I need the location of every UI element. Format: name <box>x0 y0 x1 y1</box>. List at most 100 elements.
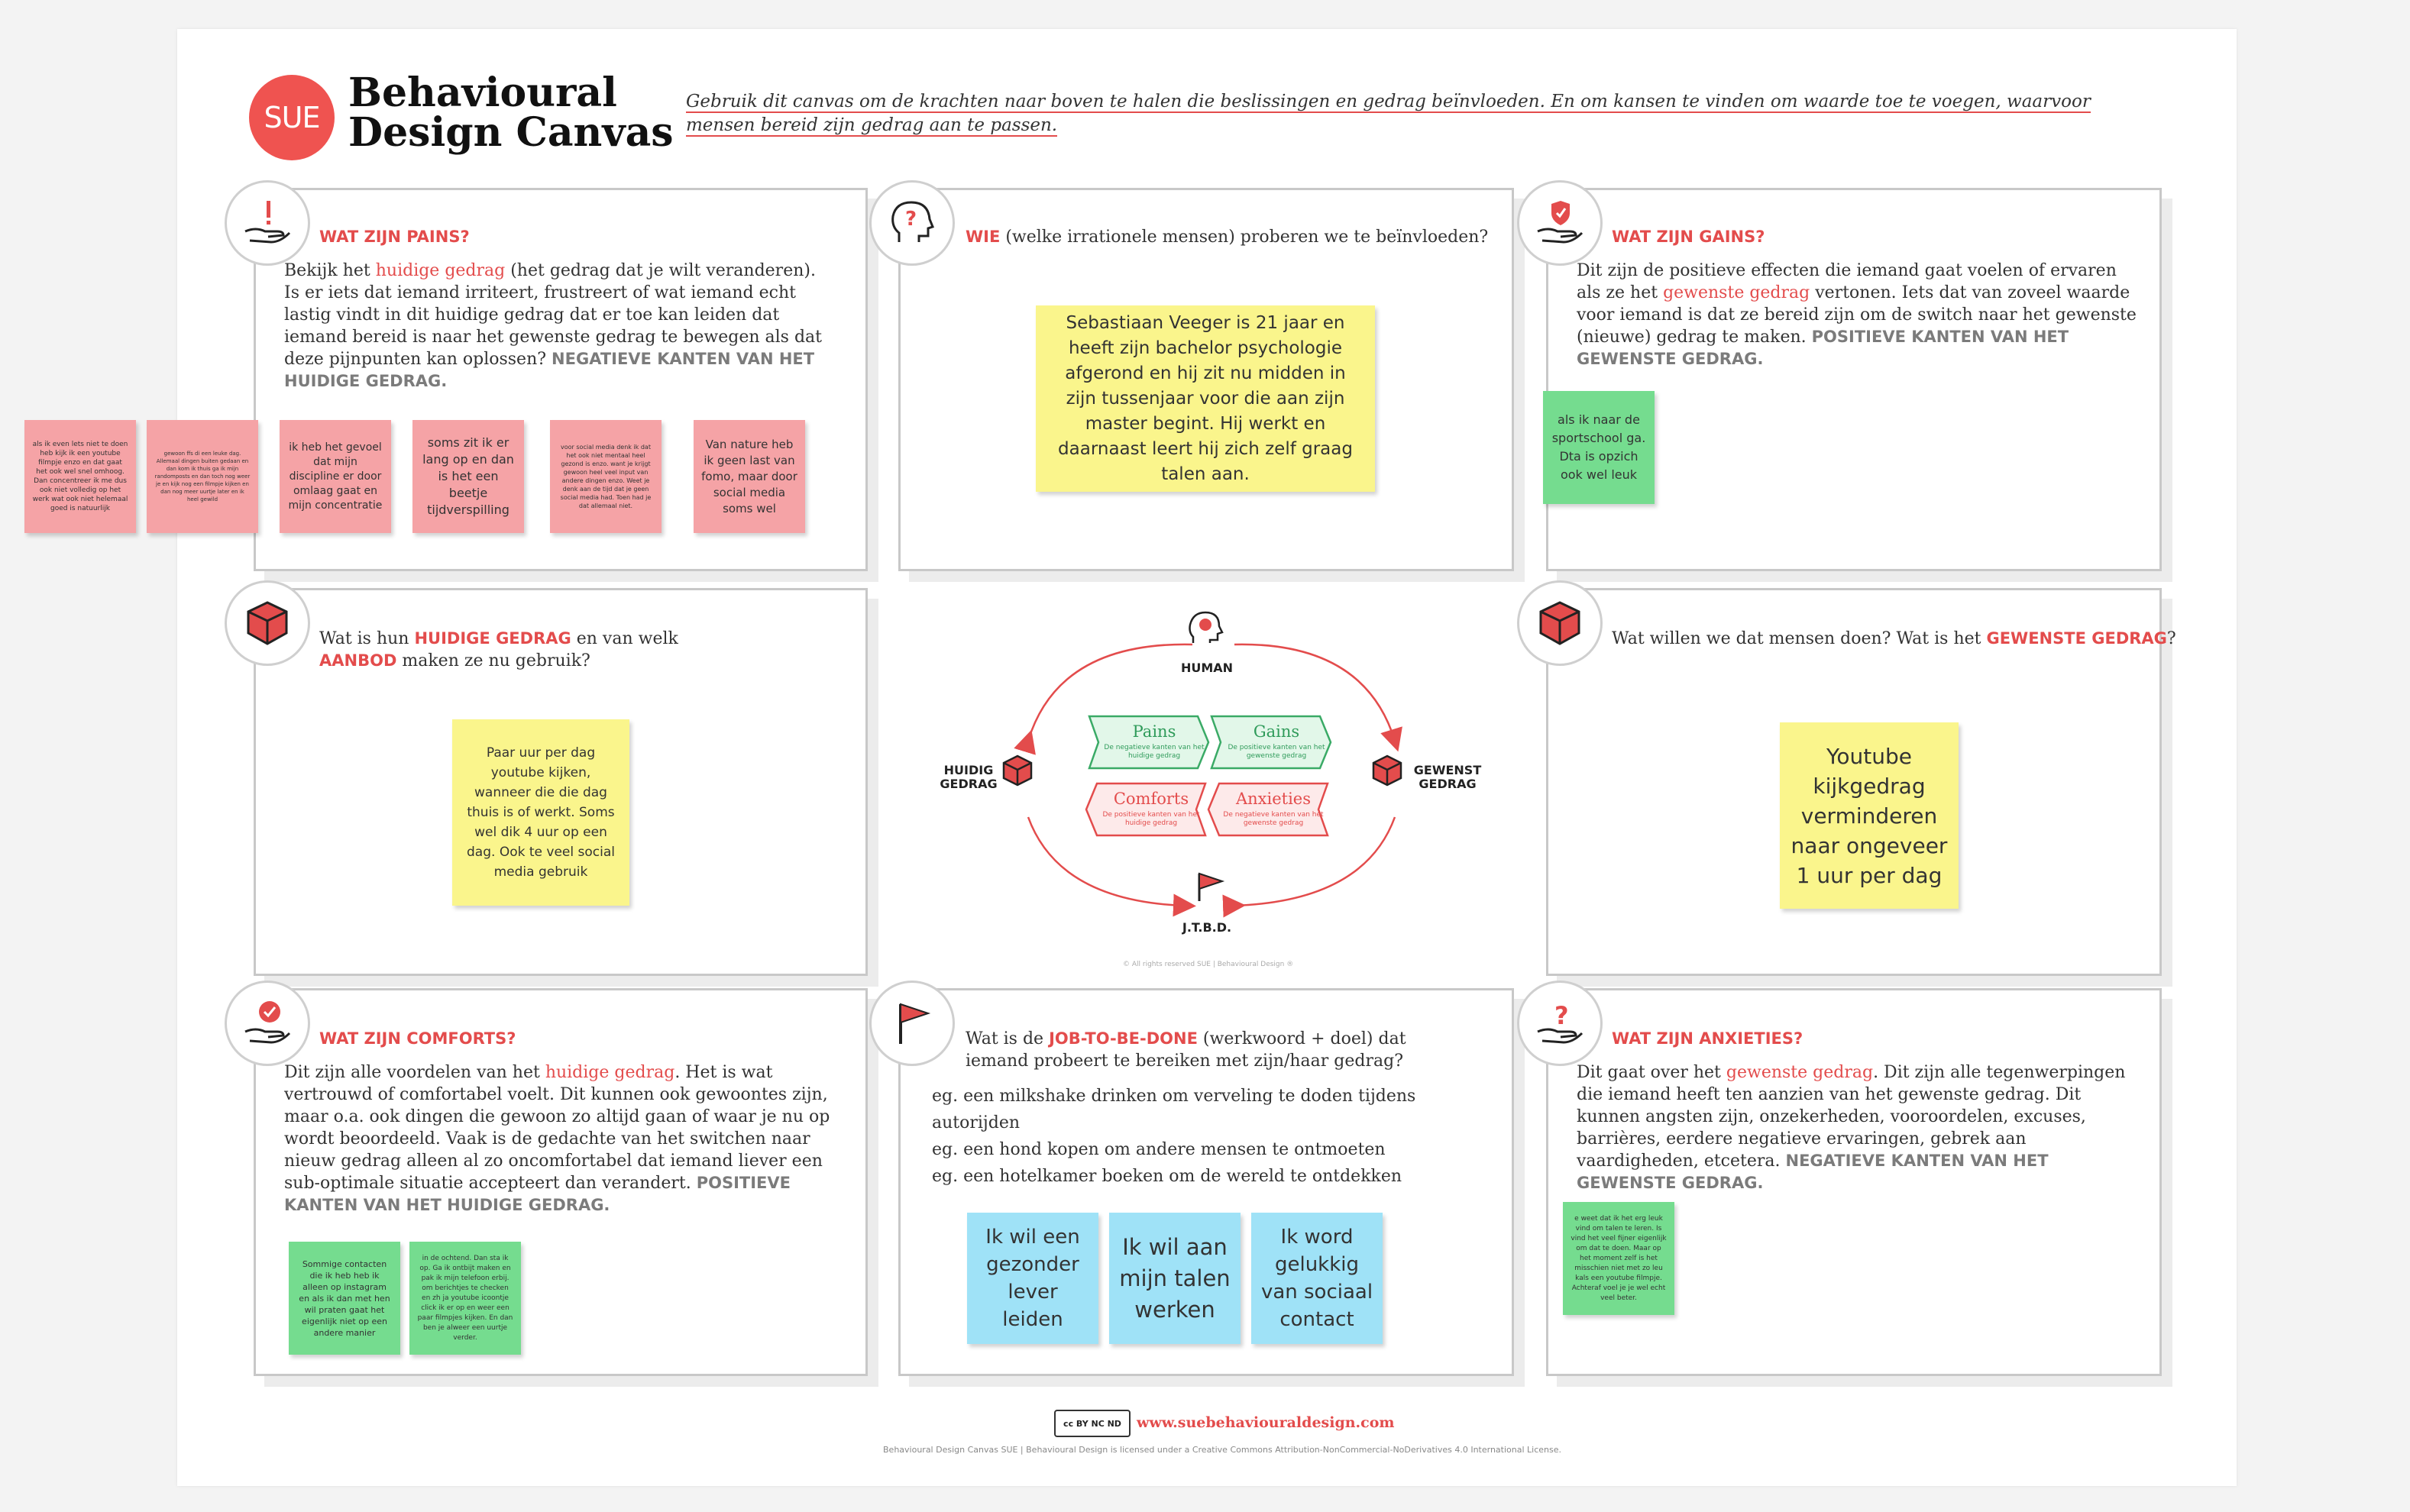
sticky-note[interactable]: voor social media denk ik dat het ook ni… <box>550 420 662 533</box>
anxieties-body-pre: Dit gaat over het <box>1577 1063 1726 1082</box>
current-pre: Wat is hun <box>319 629 415 648</box>
comforts-chevron-title: Comforts <box>1113 790 1189 808</box>
page-title: Behavioural Design Canvas <box>348 73 674 153</box>
who-question: (welke irrationele mensen) proberen we t… <box>1000 228 1489 247</box>
jtbd-pre: Wat is de <box>966 1029 1050 1048</box>
sticky-note[interactable]: Ik wil aan mijn talen werken <box>1109 1213 1241 1344</box>
current-badge <box>225 580 310 666</box>
license-text: Behavioural Design Canvas SUE | Behaviou… <box>883 1445 1561 1455</box>
title-line-2: Design Canvas <box>348 109 674 156</box>
anxieties-body-highlight: gewenste gedrag <box>1726 1063 1874 1082</box>
comforts-badge <box>225 981 310 1066</box>
current-highlight2: AANBOD <box>319 651 397 670</box>
who-badge: ? <box>869 180 955 266</box>
hand-shield-icon <box>1537 201 1583 244</box>
anxieties-chevron <box>1207 782 1329 837</box>
svg-text:?: ? <box>1554 1001 1569 1030</box>
comforts-chevron-text: Comforts De positieve kanten van het hui… <box>1091 783 1211 837</box>
current-behaviour-label: HUIDIG GEDRAG <box>940 763 998 791</box>
comforts-title: WAT ZIJN COMFORTS? <box>319 1028 516 1050</box>
gains-title: WAT ZIJN GAINS? <box>1612 226 1765 248</box>
jtbd-example: eg. een hotelkamer boeken om de wereld t… <box>932 1167 1402 1186</box>
comforts-chevron <box>1085 782 1207 837</box>
hand-question-icon: ? <box>1537 1001 1583 1044</box>
svg-text:?: ? <box>905 208 917 231</box>
pains-chevron-text: Pains De negatieve kanten van het huidig… <box>1094 716 1215 770</box>
current-mid: en van welk <box>571 629 678 648</box>
anxieties-chevron-sub: De negatieve kanten van het gewenste ged… <box>1223 811 1324 827</box>
who-heading: WIE (welke irrationele mensen) proberen … <box>966 226 1488 248</box>
gains-chevron-text: Gains De positieve kanten van het gewens… <box>1216 716 1337 770</box>
sticky-note[interactable]: Sommige contacten die ik heb heb ik alle… <box>289 1242 400 1355</box>
comforts-body-pre: Dit zijn alle voordelen van het <box>284 1063 545 1082</box>
who-title: WIE <box>966 228 1001 246</box>
gains-badge <box>1517 180 1603 266</box>
comforts-body-post: . Het is wat vertrouwd of comfortabel vo… <box>284 1063 830 1193</box>
jtbd-flag-icon <box>1198 872 1225 901</box>
sticky-note[interactable]: ik heb het gevoel dat mijn discipline er… <box>280 420 391 533</box>
comforts-tagline: POSITIEVE KANTEN VAN HET HUIDIGE GEDRAG. <box>284 1174 791 1214</box>
jtbd-examples: eg. een milkshake drinken om verveling t… <box>932 1083 1497 1190</box>
jtbd-example: eg. een hond kopen om andere mensen te o… <box>932 1140 1386 1159</box>
pains-chevron <box>1088 715 1210 770</box>
intro-text-line: Gebruik dit canvas om de krachten naar b… <box>686 92 2091 137</box>
comforts-body: Dit zijn alle voordelen van het huidige … <box>284 1061 834 1216</box>
pains-chevron-title: Pains <box>1132 722 1176 741</box>
current-behaviour-cube-icon <box>1002 754 1033 787</box>
desired-pre: Wat willen we dat mensen doen? Wat is he… <box>1612 629 1987 648</box>
flag-icon <box>899 1003 931 1044</box>
sticky-note[interactable]: in de ochtend. Dan sta ik op. Ga ik ontb… <box>409 1242 521 1355</box>
gains-body-post: vertonen. Iets dat van zoveel waarde voo… <box>1577 283 2137 347</box>
current-post: maken ze nu gebruik? <box>396 651 590 670</box>
gains-body: Dit zijn de positieve effecten die ieman… <box>1577 260 2142 370</box>
website-link[interactable]: www.suebehaviouraldesign.com <box>1137 1414 1395 1431</box>
pains-title-text: WAT ZIJN PAINS? <box>319 228 470 246</box>
diagram-copyright: © All rights reserved SUE | Behavioural … <box>1123 961 1294 968</box>
anxieties-body: Dit gaat over het gewenste gedrag. Dit z… <box>1577 1061 2142 1194</box>
gains-chevron-sub: De positieve kanten van het gewenste ged… <box>1228 744 1325 760</box>
behaviour-cycle-diagram <box>1002 611 1402 918</box>
sticky-note[interactable]: Ik wil een gezonder lever leiden <box>967 1213 1098 1344</box>
anxieties-title: WAT ZIJN ANXIETIES? <box>1612 1028 1803 1050</box>
head-question-icon: ? <box>891 201 934 242</box>
anxieties-tagline: NEGATIEVE KANTEN VAN HET GEWENSTE GEDRAG… <box>1577 1152 2049 1192</box>
sticky-note[interactable]: e weet dat ik het erg leuk vind om talen… <box>1563 1202 1674 1315</box>
sticky-note[interactable]: als ik even lets niet te doen heb kijk i… <box>24 420 136 533</box>
desired-behaviour-label: GEWENST GEDRAG <box>1413 763 1482 791</box>
human-brain-icon <box>1189 611 1224 643</box>
gains-chevron-title: Gains <box>1253 722 1300 741</box>
pains-body: Bekijk het huidige gedrag (het gedrag da… <box>284 260 834 393</box>
desired-behaviour-cube-icon <box>1372 754 1402 787</box>
hand-exclamation-icon <box>244 201 291 244</box>
sticky-note[interactable]: Ik word gelukkig van sociaal contact <box>1251 1213 1383 1344</box>
pains-badge <box>225 180 310 266</box>
sticky-note[interactable]: Van nature heb ik geen last van fomo, ma… <box>694 420 805 533</box>
pains-body-post: (het gedrag dat je wilt veranderen). Is … <box>284 261 822 369</box>
creative-commons-badge[interactable]: cc BY NC ND <box>1054 1410 1131 1437</box>
sticky-note[interactable]: Paar uur per dag youtube kijken, wanneer… <box>452 719 629 906</box>
gains-tagline: POSITIEVE KANTEN VAN HET GEWENSTE GEDRAG… <box>1577 328 2069 368</box>
cube-icon <box>247 601 288 645</box>
hand-check-icon <box>244 1001 291 1044</box>
anxieties-title-text: WAT ZIJN ANXIETIES? <box>1612 1029 1803 1048</box>
sticky-note[interactable]: Youtube kijkgedrag verminderen naar onge… <box>1780 722 1959 909</box>
anxieties-body-post: . Dit zijn alle tegenwerpingen die ieman… <box>1577 1063 2126 1171</box>
jtbd-highlight: JOB-TO-BE-DONE <box>1049 1029 1198 1048</box>
sticky-note[interactable]: gewoon ffs di een leuke dag. Allemaal di… <box>147 420 258 533</box>
gains-body-highlight: gewenste gedrag <box>1663 283 1810 302</box>
jtbd-heading: Wat is de JOB-TO-BE-DONE (werkwoord + do… <box>966 1028 1470 1072</box>
desired-badge <box>1517 580 1603 666</box>
sticky-note[interactable]: soms zit ik er lang op en dan is het een… <box>412 420 524 533</box>
gains-chevron <box>1210 715 1332 770</box>
anxieties-chevron-title: Anxieties <box>1235 790 1312 808</box>
gains-panel <box>1546 188 2162 571</box>
jtbd-example: eg. een milkshake drinken om verveling t… <box>932 1087 1416 1132</box>
sticky-note[interactable]: Sebastiaan Veeger is 21 jaar en heeft zi… <box>1036 305 1375 492</box>
jtbd-label: J.T.B.D. <box>1182 920 1232 935</box>
sticky-note[interactable]: als ik naar de sportschool ga. Dta is op… <box>1543 391 1655 504</box>
comforts-chevron-sub: De positieve kanten van het huidige gedr… <box>1102 811 1200 827</box>
jtbd-post: (werkwoord + doel) dat iemand probeert t… <box>966 1029 1406 1071</box>
title-line-1: Behavioural <box>348 69 617 116</box>
anxieties-badge: ? <box>1517 981 1603 1066</box>
